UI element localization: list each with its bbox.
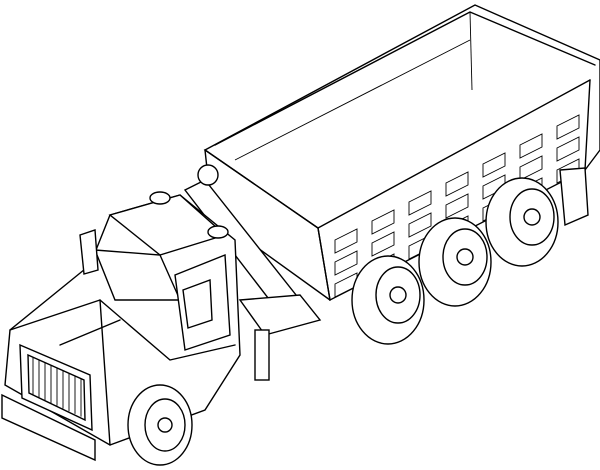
dump-body xyxy=(203,4,600,302)
body-panel xyxy=(445,193,469,219)
body-panel xyxy=(519,155,543,181)
body-panel xyxy=(334,228,358,254)
body-panel xyxy=(334,250,358,276)
front-grille xyxy=(1,343,96,462)
body-panel xyxy=(408,190,432,216)
body-panel xyxy=(556,114,580,140)
hoist-arm xyxy=(183,164,322,381)
body-panel xyxy=(371,231,395,257)
body-panel xyxy=(445,171,469,197)
body-panel xyxy=(482,152,506,178)
body-panel xyxy=(519,133,543,159)
body-panel xyxy=(556,136,580,162)
body-panel xyxy=(371,209,395,235)
body-panel xyxy=(408,212,432,238)
rear-wheels xyxy=(351,177,559,345)
front-wheel xyxy=(127,384,193,466)
